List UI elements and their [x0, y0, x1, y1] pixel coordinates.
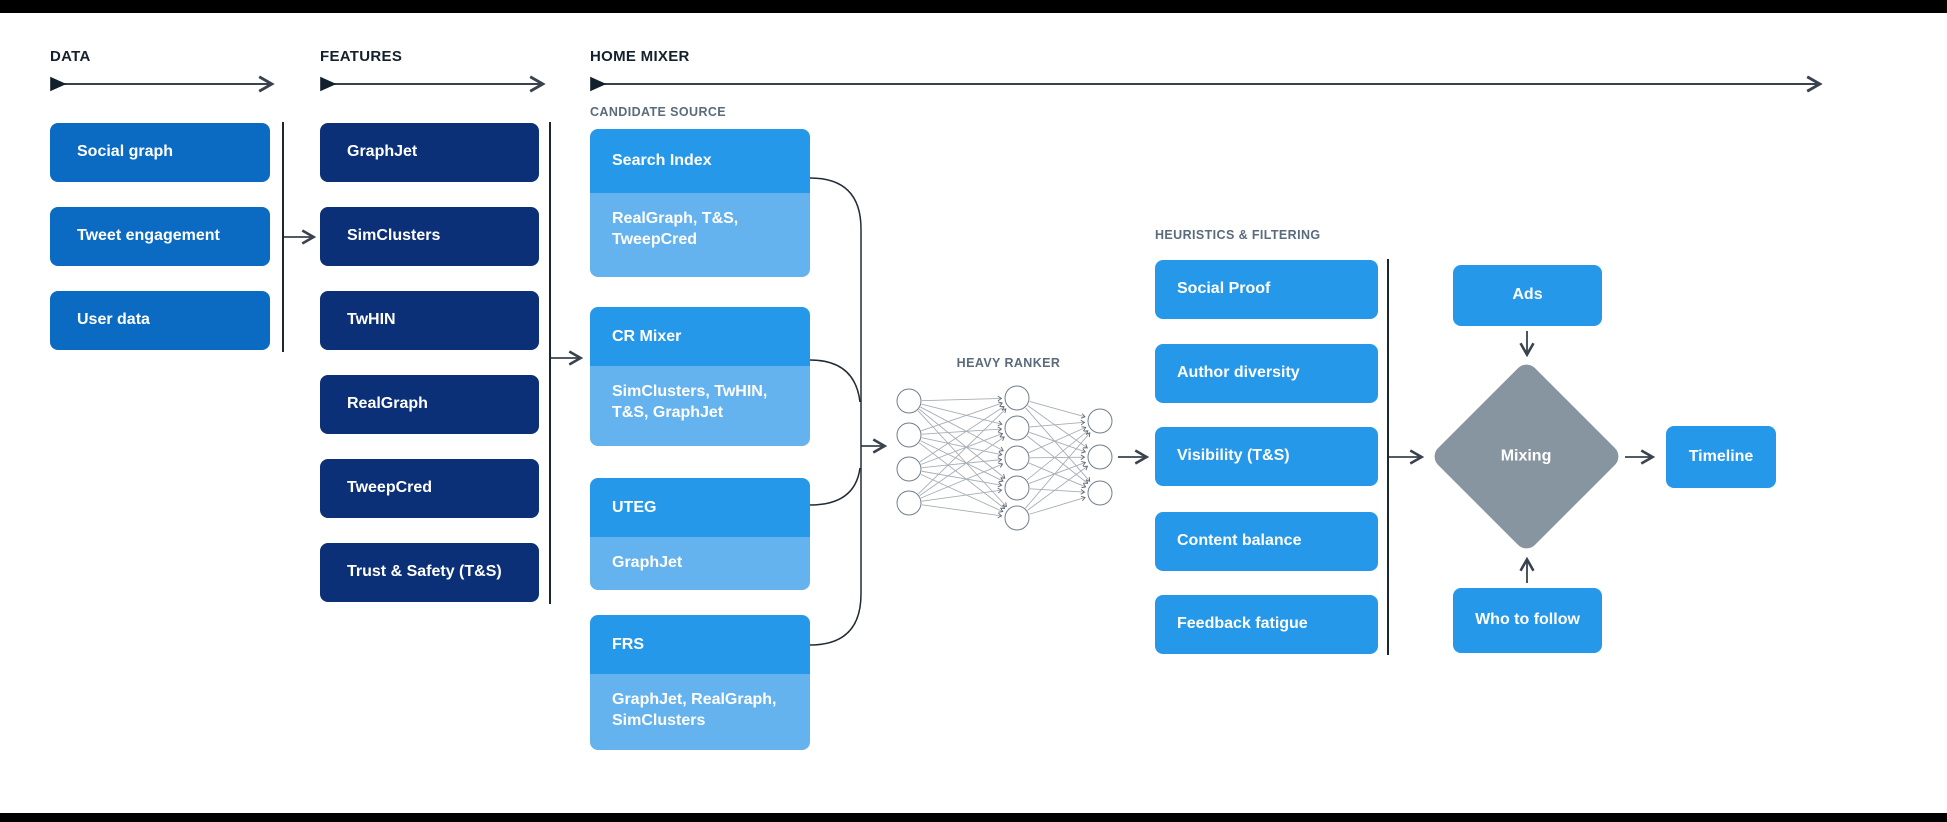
neural-network-node	[896, 490, 922, 516]
neural-network-node	[1004, 415, 1030, 441]
neural-network-node	[1087, 408, 1113, 434]
timeline-node: Timeline	[1666, 426, 1776, 488]
candidate-sub-frs: GraphJet, RealGraph, SimClusters	[590, 674, 810, 750]
flow-arrows	[284, 229, 1656, 583]
bottom-black-bar	[0, 813, 1947, 822]
features-box-tweepcred: TweepCred	[320, 459, 539, 518]
candidate-sub-uteg: GraphJet	[590, 537, 810, 590]
features-box-twhin: TwHIN	[320, 291, 539, 350]
label-candidate-source: CANDIDATE SOURCE	[590, 105, 727, 119]
features-box-realgraph: RealGraph	[320, 375, 539, 434]
neural-network	[896, 385, 1113, 531]
candidate-main-frs: FRS	[590, 615, 810, 674]
label-heavy-ranker: HEAVY RANKER	[956, 356, 1061, 370]
candidate-group-search-index: Search Index RealGraph, T&S, TweepCred	[590, 129, 810, 277]
mixing-diamond-label: Mixing	[1501, 447, 1552, 465]
neural-network-node	[1004, 505, 1030, 531]
candidate-main-uteg: UTEG	[590, 478, 810, 537]
who-to-follow-node: Who to follow	[1453, 588, 1602, 653]
header-data: DATA	[50, 48, 91, 65]
candidate-sub-cr-mixer: SimClusters, TwHIN, T&S, GraphJet	[590, 366, 810, 446]
column-separators	[282, 122, 1389, 655]
features-box-graphjet: GraphJet	[320, 123, 539, 182]
candidate-group-frs: FRS GraphJet, RealGraph, SimClusters	[590, 615, 810, 750]
candidate-sub-search-index: RealGraph, T&S, TweepCred	[590, 193, 810, 277]
heuristics-box-visibility: Visibility (T&S)	[1155, 427, 1378, 486]
candidate-main-cr-mixer: CR Mixer	[590, 307, 810, 366]
data-box-social-graph: Social graph	[50, 123, 270, 182]
heuristics-box-social-proof: Social Proof	[1155, 260, 1378, 319]
neural-network-node	[1087, 444, 1113, 470]
data-box-tweet-engagement: Tweet engagement	[50, 207, 270, 266]
candidate-main-search-index: Search Index	[590, 129, 810, 193]
candidate-funnel-curves	[809, 177, 862, 646]
top-black-bar	[0, 0, 1947, 13]
data-box-user-data: User data	[50, 291, 270, 350]
heuristics-box-content-balance: Content balance	[1155, 512, 1378, 571]
header-features: FEATURES	[320, 48, 403, 65]
header-home-mixer: HOME MIXER	[590, 48, 690, 65]
heuristics-box-author-diversity: Author diversity	[1155, 344, 1378, 403]
neural-network-node	[1004, 385, 1030, 411]
neural-network-node	[1004, 475, 1030, 501]
heuristics-box-feedback-fatigue: Feedback fatigue	[1155, 595, 1378, 654]
label-heuristics-filtering: HEURISTICS & FILTERING	[1155, 228, 1321, 242]
features-box-simclusters: SimClusters	[320, 207, 539, 266]
neural-network-node	[896, 456, 922, 482]
features-box-trust-safety: Trust & Safety (T&S)	[320, 543, 539, 602]
neural-network-node	[896, 388, 922, 414]
neural-network-node	[896, 422, 922, 448]
neural-network-node	[1087, 480, 1113, 506]
neural-network-node	[1004, 445, 1030, 471]
candidate-group-uteg: UTEG GraphJet	[590, 478, 810, 590]
candidate-group-cr-mixer: CR Mixer SimClusters, TwHIN, T&S, GraphJ…	[590, 307, 810, 446]
ads-node: Ads	[1453, 265, 1602, 326]
